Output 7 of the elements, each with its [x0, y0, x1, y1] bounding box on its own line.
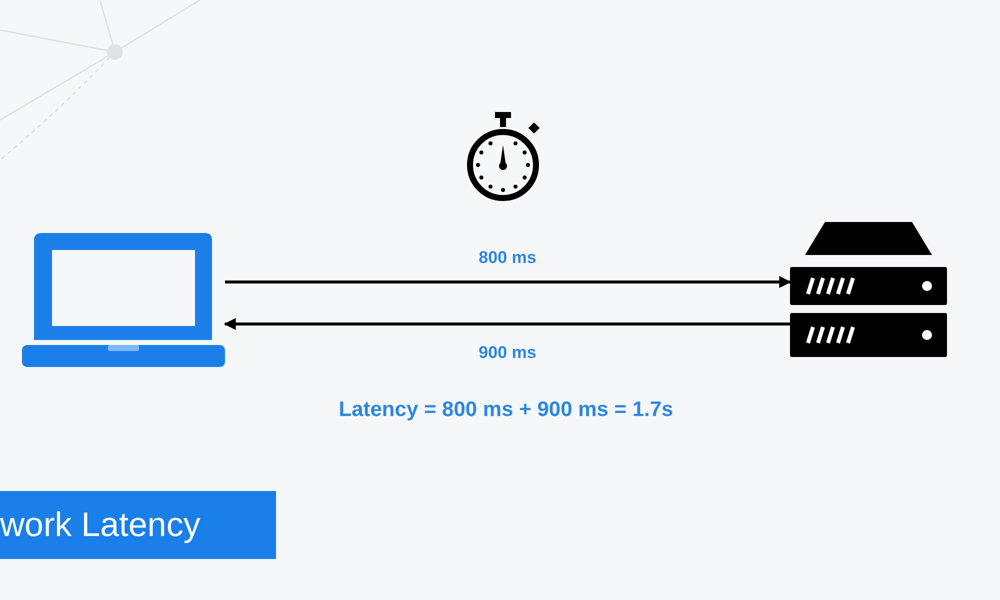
edge-label: 900 ms: [478, 343, 536, 363]
arrow: [225, 276, 792, 288]
edge-label: 800 ms: [478, 248, 536, 268]
formula-text: Latency = 800 ms + 900 ms = 1.7s: [338, 398, 674, 422]
server-icon: [790, 222, 947, 357]
laptop-icon: [22, 233, 225, 367]
arrow: [224, 318, 790, 330]
